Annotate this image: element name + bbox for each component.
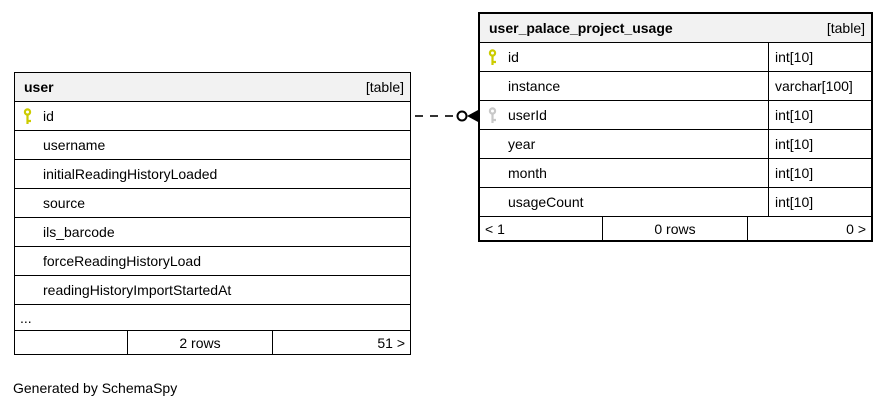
- table-title: user: [24, 79, 54, 95]
- footer-rows-count: 2 rows: [127, 331, 273, 354]
- column-type: varchar[100]: [768, 72, 871, 100]
- column-row-ils_barcode[interactable]: ils_barcode: [15, 217, 410, 246]
- key-icon-placeholder: [15, 247, 43, 275]
- primary-key-icon: [15, 102, 43, 130]
- key-icon-placeholder: [480, 159, 508, 187]
- column-row-id[interactable]: id: [15, 101, 410, 130]
- ellipsis-row: ...: [15, 304, 410, 330]
- table-user-footer: 2 rows 51 >: [15, 330, 410, 354]
- column-name: readingHistoryImportStartedAt: [43, 282, 232, 298]
- key-icon-placeholder: [15, 189, 43, 217]
- table-user-columns: id username initialReadingHistoryLoaded sou…: [15, 101, 410, 304]
- footer-children-count: 0 >: [846, 220, 866, 237]
- key-icon-placeholder: [480, 188, 508, 216]
- table-type-badge: [table]: [365, 79, 404, 95]
- key-icon-placeholder: [480, 130, 508, 158]
- table-usage-columns: id int[10] instance varchar[100] userId int[1…: [480, 42, 871, 216]
- table-title: user_palace_project_usage: [489, 20, 673, 36]
- column-row-id[interactable]: id int[10]: [480, 42, 871, 71]
- column-row-instance[interactable]: instance varchar[100]: [480, 71, 871, 100]
- footer-children-count: 51 >: [377, 334, 405, 351]
- column-row-initialReadingHistoryLoaded[interactable]: initialReadingHistoryLoaded: [15, 159, 410, 188]
- column-name: id: [43, 108, 54, 124]
- key-icon-placeholder: [15, 160, 43, 188]
- column-type: int[10]: [768, 130, 871, 158]
- column-row-username[interactable]: username: [15, 130, 410, 159]
- column-name: year: [508, 136, 536, 152]
- zero-cardinality-circle-icon: [456, 110, 468, 122]
- column-row-readingHistoryImportStartedAt[interactable]: readingHistoryImportStartedAt: [15, 275, 410, 304]
- table-user-header[interactable]: user [table]: [15, 73, 410, 101]
- foreign-key-icon: [480, 101, 508, 129]
- column-name: source: [43, 195, 86, 211]
- column-name: instance: [508, 78, 561, 94]
- table-usage-footer: < 1 0 rows 0 >: [480, 216, 871, 240]
- table-usage-header[interactable]: user_palace_project_usage [table]: [480, 14, 871, 42]
- column-row-usageCount[interactable]: usageCount int[10]: [480, 187, 871, 216]
- footer-rows-count: 0 rows: [602, 217, 748, 240]
- column-name: ils_barcode: [43, 224, 115, 240]
- relationship-connector: [415, 109, 479, 123]
- key-icon-placeholder: [15, 131, 43, 159]
- column-type: int[10]: [768, 188, 871, 216]
- column-name: month: [508, 165, 547, 181]
- footer-left-cell: [15, 331, 127, 354]
- key-icon-placeholder: [480, 72, 508, 100]
- column-name: usageCount: [508, 194, 584, 210]
- column-name: userId: [508, 107, 547, 123]
- table-type-badge: [table]: [826, 20, 865, 36]
- arrowhead-icon: [467, 109, 479, 123]
- column-row-month[interactable]: month int[10]: [480, 158, 871, 187]
- column-name: forceReadingHistoryLoad: [43, 253, 201, 269]
- column-row-forceReadingHistoryLoad[interactable]: forceReadingHistoryLoad: [15, 246, 410, 275]
- generator-caption: Generated by SchemaSpy: [13, 380, 178, 396]
- column-row-year[interactable]: year int[10]: [480, 129, 871, 158]
- column-type: int[10]: [768, 43, 871, 71]
- column-row-source[interactable]: source: [15, 188, 410, 217]
- column-type: int[10]: [768, 159, 871, 187]
- column-name: username: [43, 137, 106, 153]
- column-row-userId[interactable]: userId int[10]: [480, 100, 871, 129]
- table-user: user [table] id username initialReadingHis…: [14, 72, 411, 355]
- table-user-palace-project-usage: user_palace_project_usage [table] id int[…: [478, 12, 873, 242]
- key-icon-placeholder: [15, 276, 43, 304]
- footer-parents-count: < 1: [485, 220, 505, 237]
- column-name: id: [508, 49, 519, 65]
- key-icon-placeholder: [15, 218, 43, 246]
- column-name: initialReadingHistoryLoaded: [43, 166, 218, 182]
- column-type: int[10]: [768, 101, 871, 129]
- primary-key-icon: [480, 43, 508, 71]
